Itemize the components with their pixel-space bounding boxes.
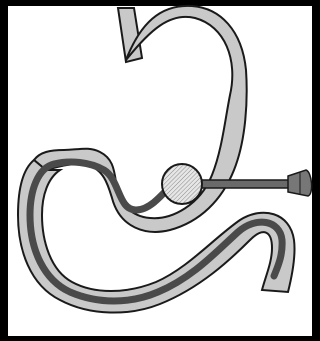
gastrostomy-disc	[162, 164, 202, 204]
